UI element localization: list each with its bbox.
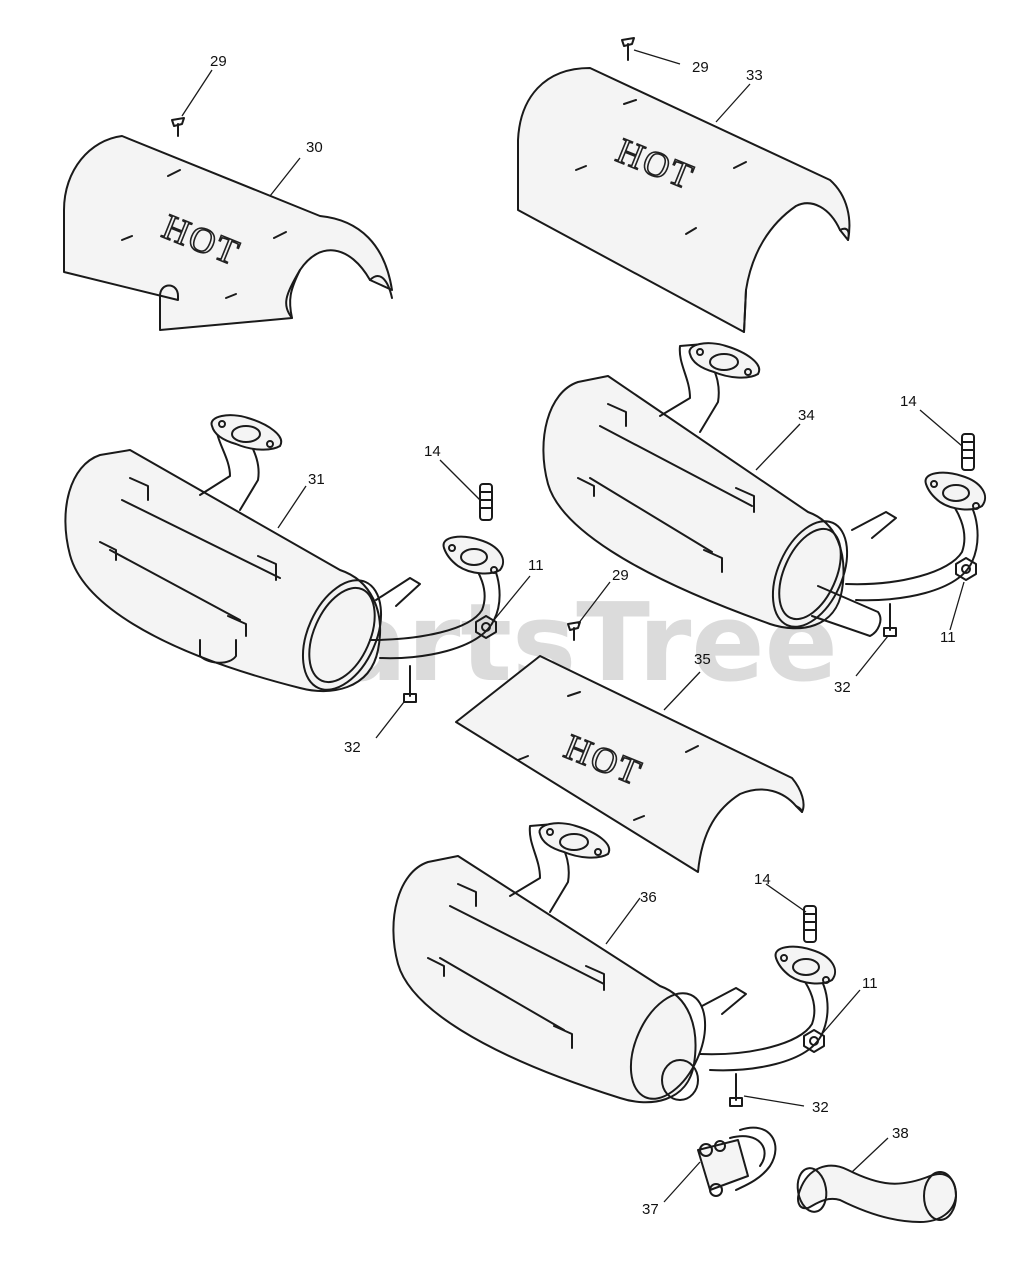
callout-36: 36 (640, 889, 657, 906)
muffler-34 (542, 342, 987, 637)
heat-shield-35: HOT (455, 655, 805, 873)
nut-11-b (955, 557, 977, 581)
callout-31: 31 (308, 471, 325, 488)
bolt-32-b (883, 603, 897, 637)
callouts: 29 30 31 14 11 32 29 33 34 14 11 32 29 3… (210, 53, 956, 1218)
bolt-32-c (729, 1073, 743, 1107)
nut-11-a (475, 615, 497, 639)
callout-29: 29 (612, 567, 629, 584)
callout-33: 33 (746, 67, 763, 84)
heat-shield-33: HOT (517, 67, 851, 333)
screw-29-b (621, 37, 635, 61)
screw-29-a (171, 117, 185, 137)
bolt-32-a (403, 665, 417, 703)
callout-29: 29 (210, 53, 227, 70)
callout-14: 14 (900, 393, 917, 410)
callout-32: 32 (812, 1099, 829, 1116)
callout-32: 32 (834, 679, 851, 696)
callout-29: 29 (692, 59, 709, 76)
callout-35: 35 (694, 651, 711, 668)
callout-38: 38 (892, 1125, 909, 1142)
callout-11: 11 (862, 975, 878, 992)
callout-11: 11 (940, 629, 956, 646)
exhaust-clamp-37 (697, 1126, 777, 1197)
nut-11-c (803, 1029, 825, 1053)
muffler-36 (392, 822, 837, 1104)
leader-lines (181, 49, 965, 1203)
callout-14: 14 (424, 443, 441, 460)
stud-14-a (479, 483, 493, 521)
muffler-31 (64, 414, 505, 693)
callout-32: 32 (344, 739, 361, 756)
stud-14-c (803, 905, 817, 943)
screw-29-c (567, 621, 581, 641)
stud-14-b (961, 433, 975, 471)
callout-34: 34 (798, 407, 815, 424)
callout-11: 11 (528, 557, 544, 574)
heat-shield-30: HOT (63, 135, 393, 331)
exhaust-pipe-38 (796, 1164, 957, 1223)
callout-37: 37 (642, 1201, 659, 1218)
callout-14: 14 (754, 871, 771, 888)
callout-30: 30 (306, 139, 323, 156)
